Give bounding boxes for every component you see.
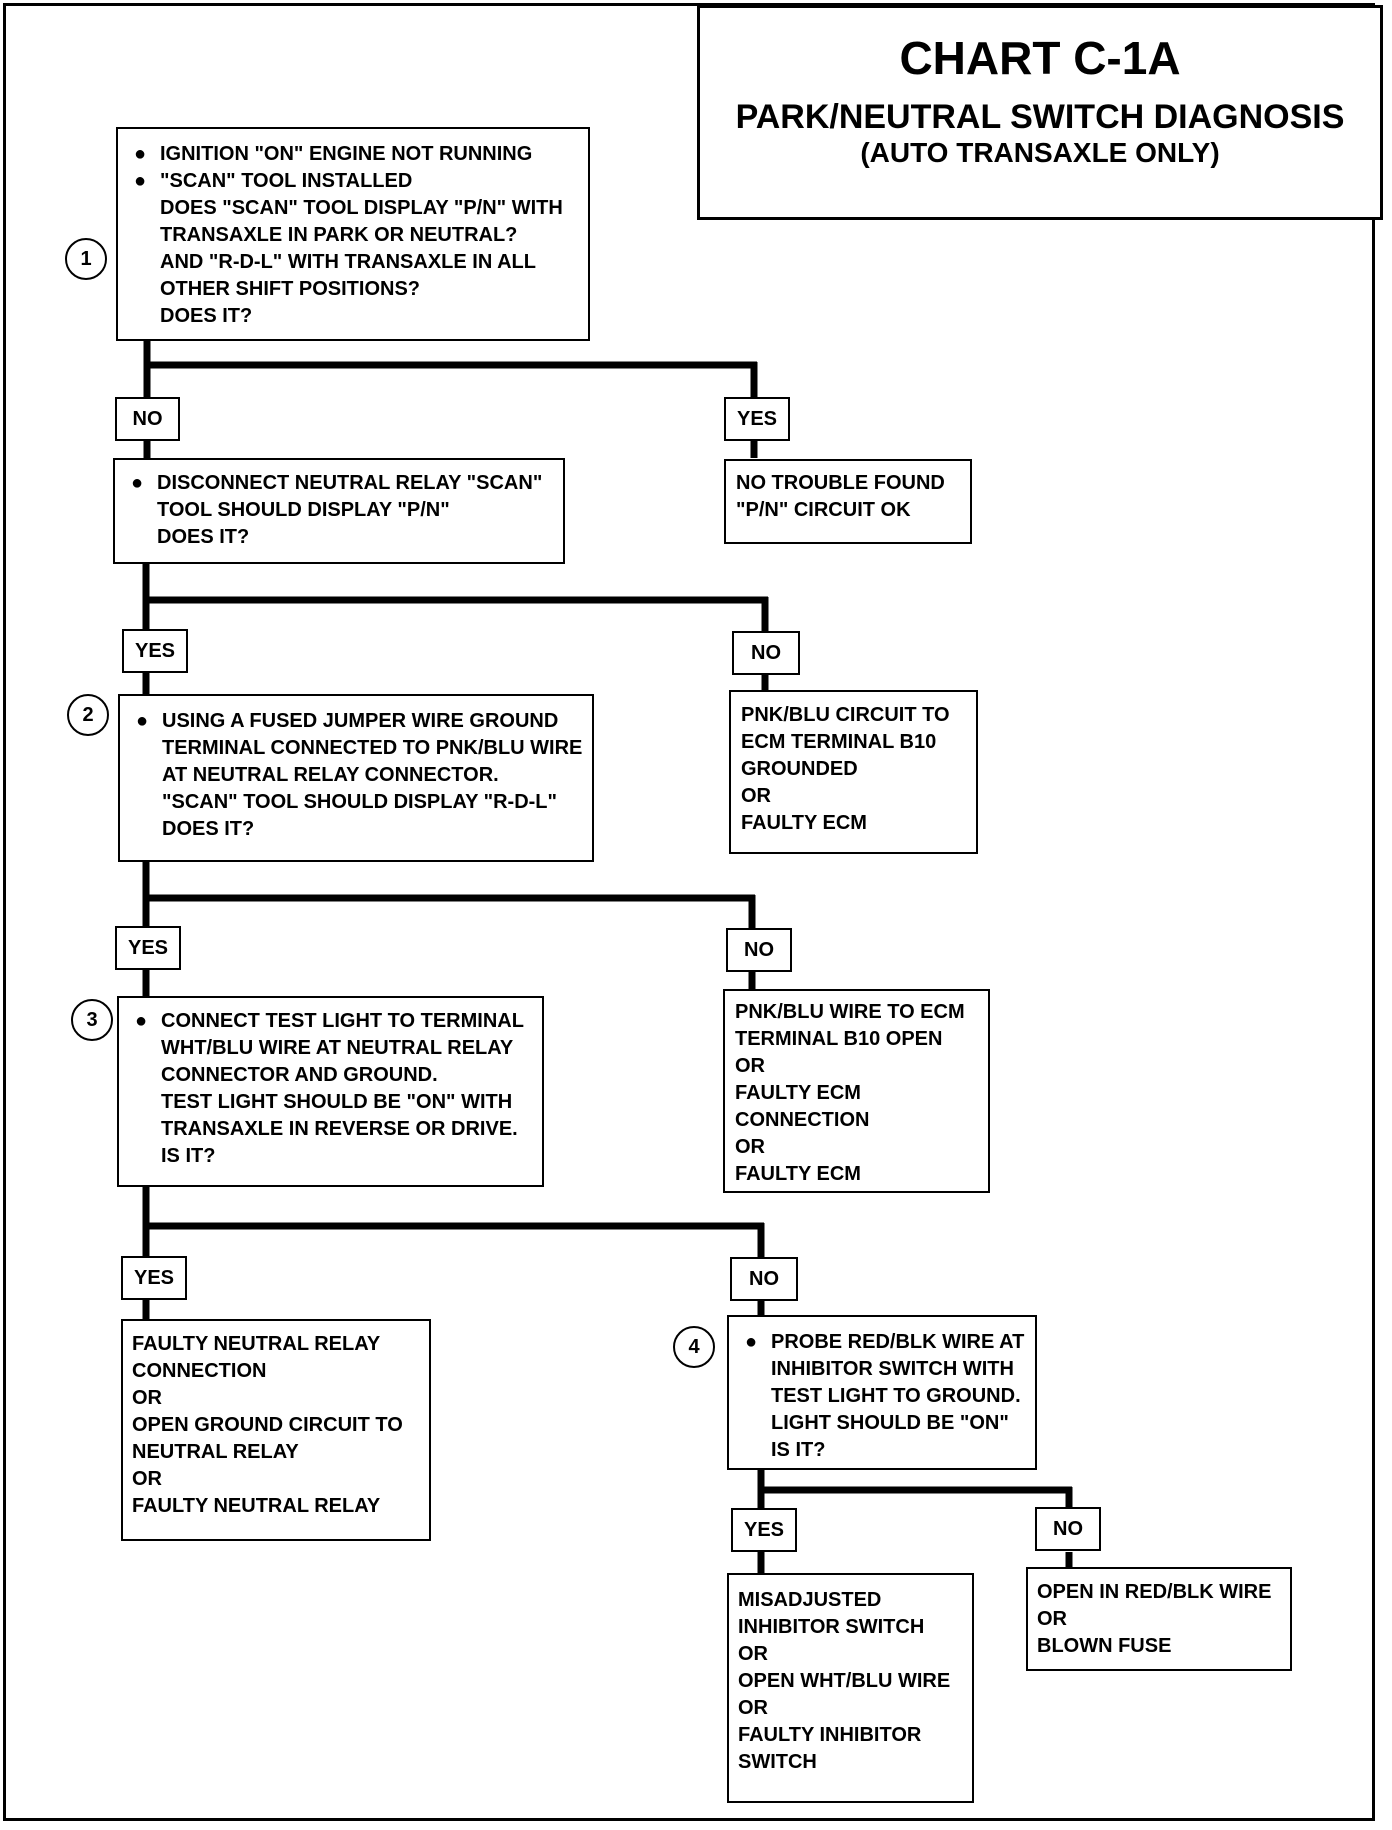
q3-line: DOES IT? <box>162 818 255 840</box>
q1-line: DOES IT? <box>160 305 253 327</box>
bullet-icon: ● <box>136 710 149 732</box>
q5-line: TEST LIGHT TO GROUND. <box>771 1385 1021 1407</box>
r6-line: OPEN IN RED/BLK WIRE <box>1037 1581 1272 1603</box>
branch-label-no: NO <box>1035 1507 1101 1551</box>
r1-line: NO TROUBLE FOUND <box>736 472 945 494</box>
r1-line: "P/N" CIRCUIT OK <box>736 499 911 521</box>
r5-line: OR <box>738 1697 768 1719</box>
r5-line: INHIBITOR SWITCH <box>738 1616 925 1638</box>
bullet-icon: ● <box>131 472 144 494</box>
r5-line: OPEN WHT/BLU WIRE <box>738 1670 951 1692</box>
question-box-4: ● CONNECT TEST LIGHT TO TERMINAL WHT/BLU … <box>117 996 544 1187</box>
r5-line: FAULTY INHIBITOR <box>738 1724 922 1746</box>
q2-line: TOOL SHOULD DISPLAY "P/N" <box>157 499 450 521</box>
r3-line: CONNECTION <box>735 1109 870 1131</box>
chart-title-box: CHART C-1A PARK/NEUTRAL SWITCH DIAGNOSIS… <box>697 5 1383 220</box>
step-marker-4: 4 <box>673 1326 715 1368</box>
r4-line: OR <box>132 1387 162 1409</box>
r5-line: MISADJUSTED <box>738 1589 882 1611</box>
r4-line: OPEN GROUND CIRCUIT TO <box>132 1414 403 1436</box>
q1-line: AND "R-D-L" WITH TRANSAXLE IN ALL <box>160 251 536 273</box>
bullet-icon: ● <box>745 1331 758 1353</box>
chart-subheading: (AUTO TRANSAXLE ONLY) <box>860 137 1220 168</box>
r2-line: ECM TERMINAL B10 <box>741 731 937 753</box>
r3-line: OR <box>735 1136 765 1158</box>
r3-line: OR <box>735 1055 765 1077</box>
r2-line: OR <box>741 785 771 807</box>
branch-label-no: NO <box>732 631 800 675</box>
chart-number: CHART C-1A <box>899 32 1181 84</box>
q3-line: "SCAN" TOOL SHOULD DISPLAY "R-D-L" <box>162 791 557 813</box>
q5-line: IS IT? <box>771 1439 826 1461</box>
r6-line: BLOWN FUSE <box>1037 1635 1172 1657</box>
branch-label-yes: YES <box>115 926 181 970</box>
question-box-3: ● USING A FUSED JUMPER WIRE GROUND TERMIN… <box>118 694 594 862</box>
q2-line: DOES IT? <box>157 526 250 548</box>
q1-line: DOES "SCAN" TOOL DISPLAY "P/N" WITH <box>160 197 563 219</box>
q1-line: IGNITION "ON" ENGINE NOT RUNNING <box>160 143 533 165</box>
r3-line: FAULTY ECM <box>735 1163 861 1185</box>
question-box-5: ● PROBE RED/BLK WIRE AT INHIBITOR SWITCH … <box>727 1315 1037 1470</box>
q4-line: IS IT? <box>161 1145 216 1167</box>
page-border <box>3 3 1375 1821</box>
r4-line: FAULTY NEUTRAL RELAY <box>132 1333 381 1355</box>
result-box-pnk-blu-grounded: PNK/BLU CIRCUIT TO ECM TERMINAL B10 GROU… <box>729 690 978 854</box>
step-marker-1: 1 <box>65 238 107 280</box>
q1-line: TRANSAXLE IN PARK OR NEUTRAL? <box>160 224 518 246</box>
branch-label-yes: YES <box>122 629 188 673</box>
r5-line: SWITCH <box>738 1751 817 1773</box>
step-marker-2: 2 <box>67 694 109 736</box>
q4-line: WHT/BLU WIRE AT NEUTRAL RELAY <box>161 1037 514 1059</box>
q4-line: CONNECTOR AND GROUND. <box>161 1064 438 1086</box>
r2-line: FAULTY ECM <box>741 812 867 834</box>
r3-line: PNK/BLU WIRE TO ECM <box>735 1001 965 1023</box>
result-box-no-trouble: NO TROUBLE FOUND "P/N" CIRCUIT OK <box>724 459 972 544</box>
chart-heading: PARK/NEUTRAL SWITCH DIAGNOSIS <box>735 98 1345 136</box>
q5-line: LIGHT SHOULD BE "ON" <box>771 1412 1009 1434</box>
q3-line: TERMINAL CONNECTED TO PNK/BLU WIRE <box>162 737 583 759</box>
branch-label-no: NO <box>730 1257 798 1301</box>
q5-line: PROBE RED/BLK WIRE AT <box>771 1331 1025 1353</box>
q5-line: INHIBITOR SWITCH WITH <box>771 1358 1014 1380</box>
r3-line: TERMINAL B10 OPEN <box>735 1028 943 1050</box>
bullet-icon: ● <box>135 1010 148 1032</box>
q4-line: TEST LIGHT SHOULD BE "ON" WITH <box>161 1091 513 1113</box>
r4-line: FAULTY NEUTRAL RELAY <box>132 1495 381 1517</box>
r2-line: PNK/BLU CIRCUIT TO <box>741 704 950 726</box>
question-box-1: ● IGNITION "ON" ENGINE NOT RUNNING ● "SCAN… <box>116 127 590 341</box>
r4-line: OR <box>132 1468 162 1490</box>
branch-label-yes: YES <box>724 397 790 441</box>
r4-line: NEUTRAL RELAY <box>132 1441 299 1463</box>
r2-line: GROUNDED <box>741 758 858 780</box>
q1-line: OTHER SHIFT POSITIONS? <box>160 278 421 300</box>
q3-line: USING A FUSED JUMPER WIRE GROUND <box>162 710 559 732</box>
branch-label-yes: YES <box>121 1256 187 1300</box>
q3-line: AT NEUTRAL RELAY CONNECTOR. <box>162 764 499 786</box>
step-marker-3: 3 <box>71 999 113 1041</box>
r5-line: OR <box>738 1643 768 1665</box>
result-box-faulty-neutral-relay: FAULTY NEUTRAL RELAY CONNECTION OR OPEN … <box>121 1319 431 1541</box>
branch-label-yes: YES <box>731 1508 797 1552</box>
q4-line: TRANSAXLE IN REVERSE OR DRIVE. <box>161 1118 518 1140</box>
bullet-icon: ● <box>134 170 147 192</box>
r3-line: FAULTY ECM <box>735 1082 861 1104</box>
result-box-misadjusted-inhibitor: MISADJUSTED INHIBITOR SWITCH OR OPEN WHT… <box>727 1573 974 1803</box>
result-box-pnk-blu-open: PNK/BLU WIRE TO ECM TERMINAL B10 OPEN OR… <box>723 989 990 1193</box>
branch-label-no: NO <box>115 397 180 441</box>
result-box-open-red-blk: OPEN IN RED/BLK WIRE OR BLOWN FUSE <box>1026 1567 1292 1671</box>
q1-line: "SCAN" TOOL INSTALLED <box>160 170 413 192</box>
question-box-2: ● DISCONNECT NEUTRAL RELAY "SCAN" TOOL SH… <box>113 458 565 564</box>
r6-line: OR <box>1037 1608 1067 1630</box>
r4-line: CONNECTION <box>132 1360 267 1382</box>
branch-label-no: NO <box>726 928 792 972</box>
q4-line: CONNECT TEST LIGHT TO TERMINAL <box>161 1010 524 1032</box>
q2-line: DISCONNECT NEUTRAL RELAY "SCAN" <box>157 472 543 494</box>
bullet-icon: ● <box>134 143 147 165</box>
